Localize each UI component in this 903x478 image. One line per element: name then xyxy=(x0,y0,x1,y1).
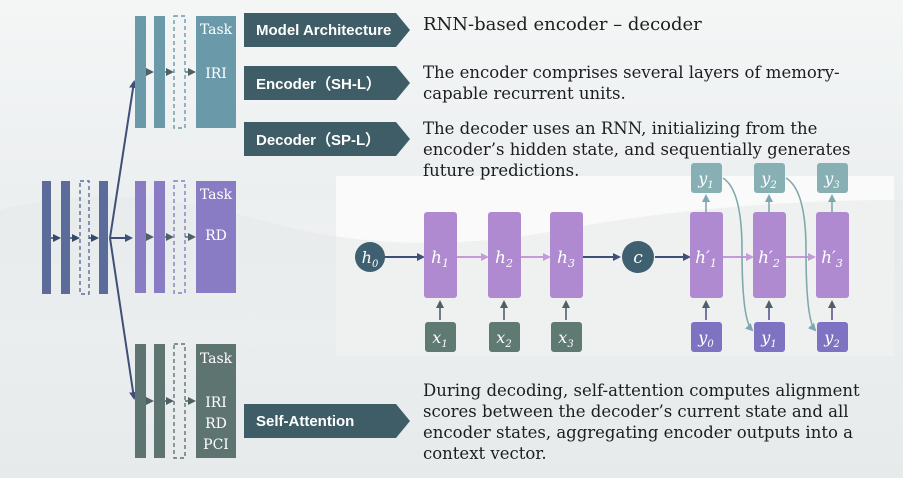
task-branch-middle xyxy=(135,180,236,294)
task-top-heading: Task xyxy=(200,22,233,38)
node-x2 xyxy=(489,322,520,352)
node-context xyxy=(622,241,654,273)
node-h0 xyxy=(355,242,385,272)
node-x1 xyxy=(425,322,456,352)
node-context-label: c xyxy=(633,248,643,268)
tag-self-attention: Self-Attention xyxy=(244,404,410,438)
tag-decoder: Decoder（SP-L） xyxy=(244,122,410,156)
task-middle-label: RD xyxy=(205,228,227,244)
branch-arrow-bottom xyxy=(109,237,138,400)
desc-model-architecture: RNN-based encoder – decoder xyxy=(423,14,702,35)
desc-self-attention: During decoding, self-attention computes… xyxy=(423,381,860,463)
node-y2-output xyxy=(754,163,785,193)
task-bottom-label-3: PCI xyxy=(203,437,229,453)
tag-model-architecture: Model Architecture xyxy=(244,13,410,47)
node-y3-output xyxy=(817,163,848,193)
node-y0 xyxy=(691,322,722,352)
feedback-y2 xyxy=(785,177,817,332)
task-bottom-label-1: IRI xyxy=(205,395,227,411)
node-hp3 xyxy=(816,212,849,298)
shared-trunk xyxy=(42,180,108,295)
node-y1-input xyxy=(754,322,785,352)
node-h2 xyxy=(488,212,521,298)
desc-encoder: The encoder comprises several layers of … xyxy=(423,63,840,103)
node-h3 xyxy=(550,212,583,298)
node-h1 xyxy=(424,212,457,298)
desc-decoder: The decoder uses an RNN, initializing fr… xyxy=(423,119,851,180)
feedback-y1 xyxy=(722,177,754,332)
node-y2-input xyxy=(817,322,848,352)
node-x3 xyxy=(551,322,582,352)
task-bottom-heading: Task xyxy=(200,351,233,367)
task-top-label: IRI xyxy=(205,66,227,82)
node-hp1 xyxy=(690,212,723,298)
node-hp2 xyxy=(753,212,786,298)
node-y1-output xyxy=(691,163,722,193)
branch-arrow-top xyxy=(109,80,138,239)
task-middle-heading: Task xyxy=(200,187,233,203)
task-branch-bottom xyxy=(135,343,236,459)
task-bottom-label-2: RD xyxy=(205,416,227,432)
task-branch-top xyxy=(135,15,236,129)
tag-encoder: Encoder（SH-L） xyxy=(244,66,410,100)
